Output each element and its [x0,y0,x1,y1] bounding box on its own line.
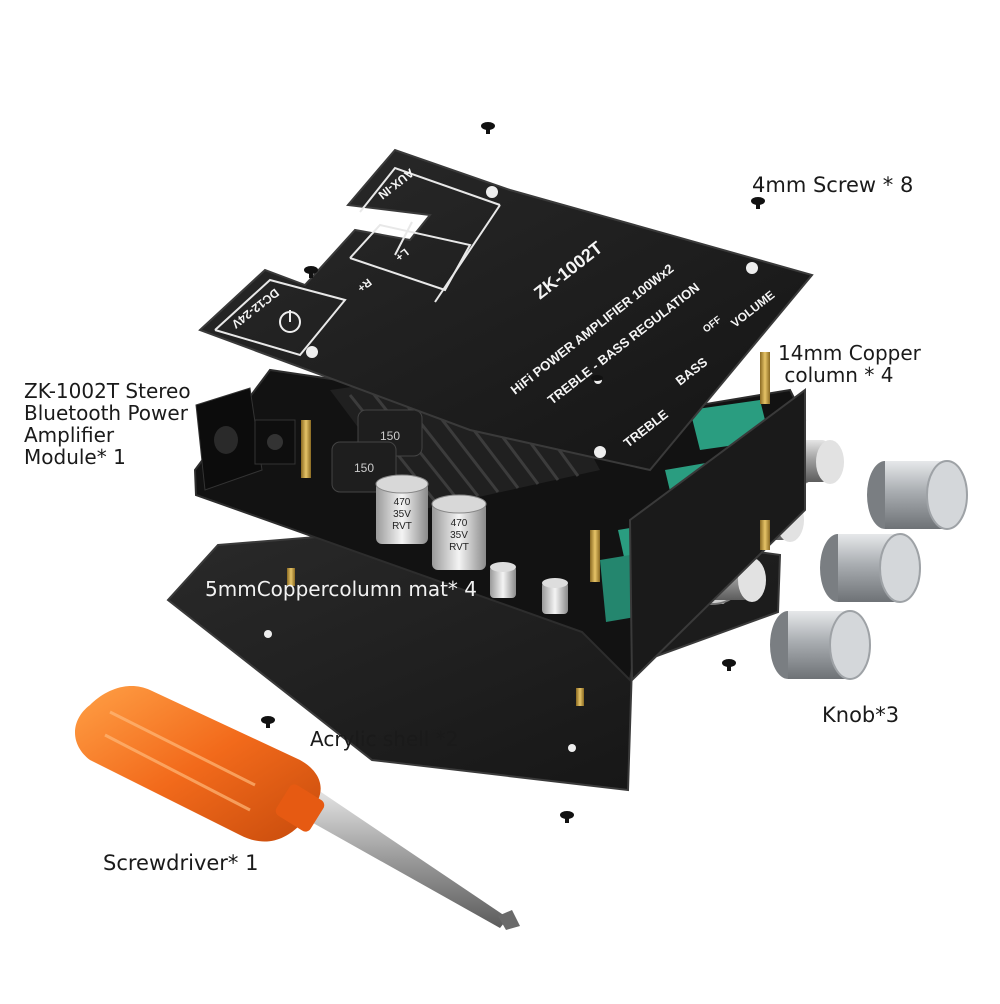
label-mat: 5mmCoppercolumn mat* 4 [205,577,478,601]
knob-3 [770,610,871,680]
label-knob: Knob*3 [822,703,900,727]
aux-jack [254,419,296,465]
copper-column-1 [301,420,311,478]
copper-column-2 [760,352,770,404]
capacitor-2-series: RVT [449,542,469,553]
label-acrylic: Acrylic shell *2 [310,727,459,751]
dc-power-jack [195,387,263,491]
copper-mat-2 [576,688,584,706]
knob-2 [820,533,921,603]
side-acrylic-panel [628,388,806,683]
capacitor-small-1 [490,562,516,598]
capacitor-big-1: 470 35V RVT [375,474,429,544]
screw-6 [261,716,275,728]
inductor-1-label: 150 [380,429,400,443]
capacitor-1-voltage: 35V [393,509,411,520]
copper-column-4 [760,520,770,550]
screws [261,122,765,823]
capacitor-big-2: 470 35V RVT [431,494,487,570]
screw-5 [722,659,736,671]
capacitor-1-series: RVT [392,521,412,532]
screw-4 [591,375,603,381]
label-copper-column: 14mm Copper column * 4 [778,341,921,387]
label-screw: 4mm Screw * 8 [752,173,914,197]
screw-1 [481,122,495,134]
capacitor-1-value: 470 [394,497,411,508]
inductor-2-label: 150 [354,461,374,475]
top-acrylic-panel: ZK-1002T HiFi POWER AMPLIFIER 100Wx2 TRE… [198,148,814,472]
label-module: ZK-1002T Stereo Bluetooth Power Amplifie… [24,379,191,469]
screw-2 [751,197,765,209]
copper-mat-1 [287,568,295,586]
power-icon [279,310,301,333]
screw-7 [560,811,574,823]
label-screwdriver: Screwdriver* 1 [103,851,259,875]
screw-3 [304,266,318,278]
copper-column-3 [590,530,600,582]
capacitor-2-value: 470 [451,518,468,529]
capacitor-2-voltage: 35V [450,530,468,541]
knob-1 [867,460,968,530]
capacitor-small-2 [542,578,568,614]
screwdriver [75,685,520,930]
